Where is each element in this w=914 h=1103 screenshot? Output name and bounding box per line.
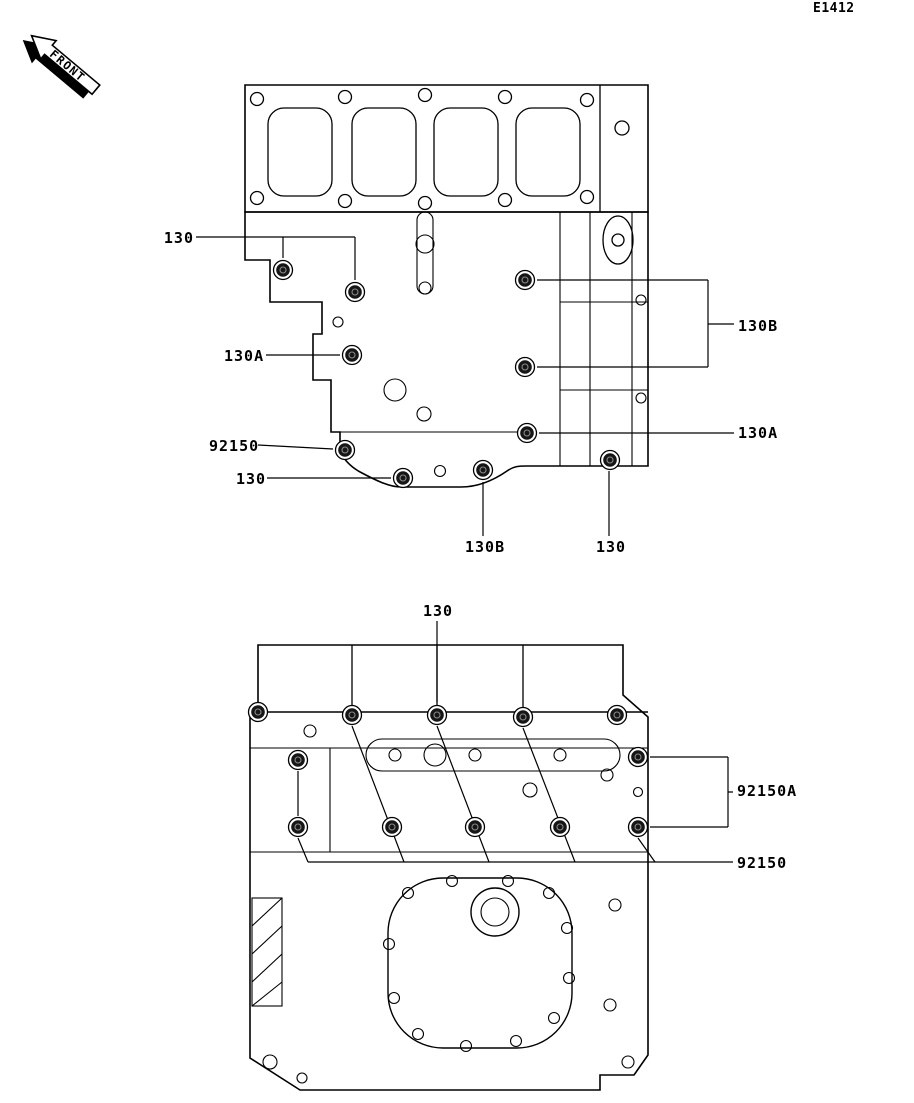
lower-leader-lines: [297, 621, 733, 863]
bolt-marker: [247, 701, 269, 723]
front-direction-arrow: FRONT: [22, 34, 101, 99]
callout-130-top: 130: [423, 602, 454, 620]
bolt-marker: [392, 467, 414, 489]
bolt-marker: [514, 356, 536, 378]
callout-130a-right: 130A: [738, 424, 779, 442]
lower-view-drawing: [247, 621, 733, 1091]
bolt-marker: [334, 439, 356, 461]
bolt-marker: [599, 449, 621, 471]
lower-body-details: [250, 724, 648, 1084]
bolt-marker: [287, 749, 309, 771]
drawing-code: E1412: [813, 1, 855, 16]
upper-deck-rail: [244, 84, 649, 213]
bolt-marker: [627, 816, 649, 838]
upper-leader-lines: [196, 236, 734, 536]
callout-130-bottom-left: 130: [236, 470, 267, 488]
callout-130b-right: 130B: [738, 317, 779, 335]
callout-130-top-left: 130: [163, 229, 194, 247]
bolt-marker: [426, 704, 448, 726]
bolt-marker: [472, 459, 494, 481]
bolt-marker: [512, 706, 534, 728]
bolt-marker: [344, 281, 366, 303]
upper-view-drawing: [196, 84, 734, 536]
callout-130b-bottom: 130B: [465, 538, 506, 556]
bolt-marker: [341, 704, 363, 726]
bolt-marker: [287, 816, 309, 838]
bolt-marker: [516, 422, 538, 444]
upper-bolt-markers: [272, 259, 621, 489]
lower-body-outline: [249, 644, 649, 1091]
bolt-marker: [606, 704, 628, 726]
bolt-marker: [627, 746, 649, 768]
bolt-marker: [514, 269, 536, 291]
callout-92150a-right: 92150A: [737, 782, 798, 800]
bolt-marker: [549, 816, 571, 838]
callout-92150-left: 92150: [209, 437, 260, 455]
lower-bolt-markers: [247, 701, 649, 838]
upper-body-details: [332, 211, 648, 478]
callout-130a-left: 130A: [224, 347, 265, 365]
bolt-marker: [464, 816, 486, 838]
bolt-marker: [272, 259, 294, 281]
bolt-marker: [341, 344, 363, 366]
bolt-marker: [381, 816, 403, 838]
upper-body-outline: [244, 211, 649, 488]
callout-92150-right: 92150: [737, 854, 788, 872]
callout-130-bottom: 130: [596, 538, 627, 556]
